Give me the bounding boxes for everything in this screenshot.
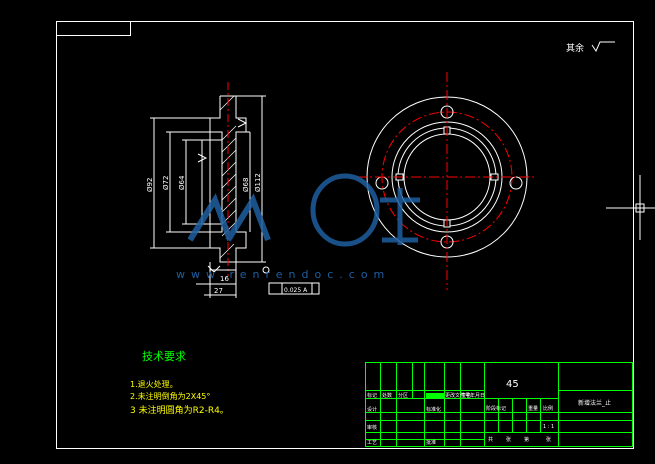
material-label: 45 — [506, 379, 519, 390]
tb-row1-2: 分区 — [398, 392, 408, 399]
dim-d112: Ø112 — [254, 173, 262, 192]
section-hatching — [219, 95, 237, 259]
dim-len27: 27 — [214, 287, 223, 295]
tb-stage-0: 阶段标记 — [486, 405, 506, 412]
tb-row1-1: 处数 — [382, 392, 392, 399]
tb-bottom-3: 张 — [546, 436, 551, 443]
dim-d72: Ø72 — [162, 176, 170, 190]
tb-row1-3: 更改文件号 — [445, 392, 470, 399]
crosshair-cursor[interactable] — [606, 175, 655, 240]
dim-d92: Ø92 — [146, 178, 154, 192]
tb-stage-2: 比例 — [543, 405, 553, 412]
tb-row2-0: 设计 — [367, 406, 377, 413]
dim-len16: 16 — [220, 275, 229, 283]
tb-bottom-1: 张 — [506, 436, 511, 443]
tb-row1-4: 签名 — [461, 392, 471, 399]
dim-d68: Ø68 — [242, 178, 250, 192]
dim-d64: Ø64 — [178, 175, 186, 190]
tech-note-1: 1.退火处理。 — [130, 379, 178, 389]
section-dimension-labels: Ø92 Ø72 Ø64 Ø68 Ø112 16 27 0.025 A — [146, 173, 308, 295]
scale-label: 1 : 1 — [543, 424, 554, 430]
dim-geom-tol: 0.025 A — [284, 287, 308, 294]
sheet-outer-border — [56, 21, 634, 449]
tb-bottom-0: 共 — [488, 436, 493, 443]
tech-title: 技术要求 — [142, 350, 186, 363]
tb-row1-0: 标记 — [367, 392, 377, 399]
tb-row4-1: 批准 — [426, 439, 436, 446]
title-block — [365, 362, 633, 447]
roughness-symbol-icon — [591, 41, 615, 53]
tb-row1-5: 年月日 — [470, 392, 485, 399]
tb-bottom-2: 第 — [524, 436, 529, 443]
tb-row2-1: 标准化 — [426, 406, 441, 413]
tb-stage-1: 重量 — [528, 405, 538, 412]
section-view — [150, 82, 320, 298]
surface-mark-label: 其余 — [566, 42, 584, 54]
watermark-url: www.renrendoc.com — [176, 268, 390, 281]
sheet-code-box — [56, 21, 131, 36]
part-name-label: 新增法兰_止 — [578, 399, 611, 407]
watermark-logo — [187, 173, 420, 247]
title-block-highlight — [426, 393, 444, 398]
tb-row4-0: 工艺 — [367, 440, 377, 446]
tech-note-3: 3 未注明圆角为R2-R4。 — [130, 404, 229, 416]
front-view — [357, 72, 537, 290]
tb-row3-0: 审核 — [367, 424, 377, 431]
tech-note-2: 2.未注明倒角为2X45° — [130, 391, 210, 401]
title-block-labels: 标记 处数 分区 更改文件号 签名 年月日 设计 标准化 审核 工艺 批准 阶段… — [367, 392, 553, 446]
